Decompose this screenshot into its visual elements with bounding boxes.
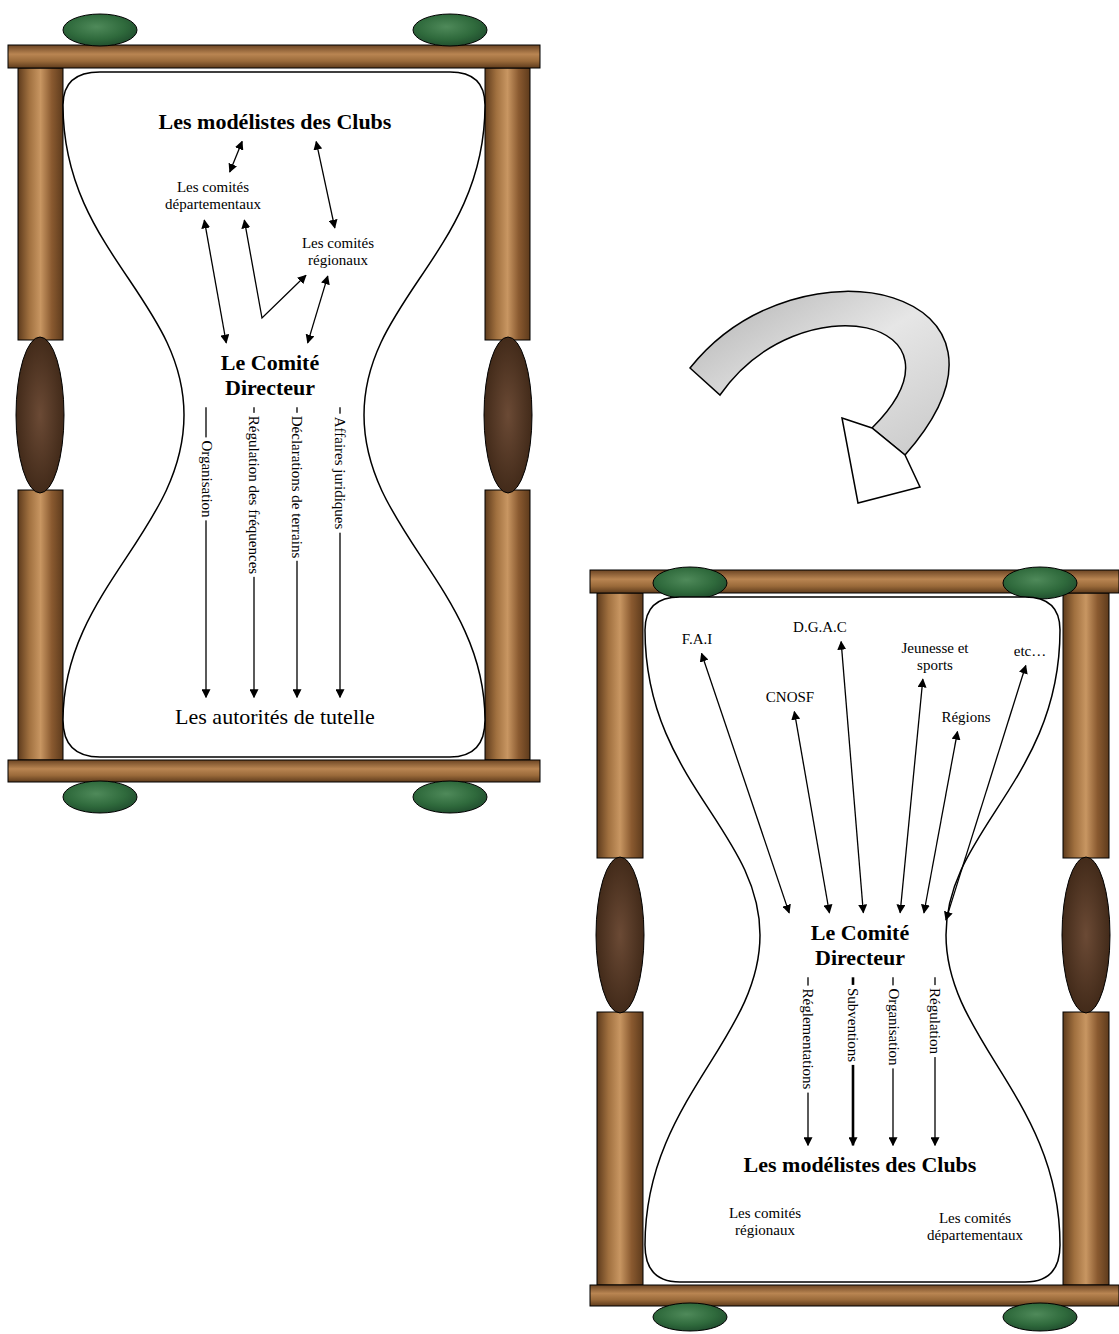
departmental-committees: Les comités départementaux <box>152 175 274 218</box>
frame-foot <box>413 14 487 46</box>
connector-arrow <box>946 665 1026 919</box>
arrow-head <box>842 418 920 503</box>
club-modelers: Les modélistes des Clubs <box>738 1148 983 1181</box>
hourglass-glass <box>645 597 1060 1282</box>
frame-foot <box>1003 1303 1077 1331</box>
frame-post <box>597 1012 643 1285</box>
node-text: Les modélistes des Clubs <box>744 1152 977 1177</box>
node-text: Les comités régionaux <box>723 1205 808 1240</box>
connector-arrow <box>316 142 335 228</box>
edge-label: Régulation <box>926 985 944 1057</box>
steering-committee: Le Comité Directeur <box>180 346 360 405</box>
club-modelers: Les modélistes des Clubs <box>153 105 398 138</box>
frame-knob <box>484 337 532 493</box>
connector-arrow <box>244 220 306 318</box>
connector-arrow <box>204 220 226 343</box>
frame-post <box>597 593 643 858</box>
node-text: etc… <box>1014 643 1046 660</box>
partner-body: CNOSF <box>763 687 817 708</box>
node-text: Les comités régionaux <box>296 235 381 270</box>
edge-label: Subventions <box>844 985 862 1065</box>
connector-arrow <box>308 276 328 343</box>
frame-foot <box>653 1303 727 1331</box>
node-text: Les comités départementaux <box>920 1210 1030 1245</box>
partner-body: F.A.I <box>679 629 715 650</box>
node-text: Le Comité Directeur <box>800 920 920 971</box>
frame-foot <box>63 781 137 813</box>
edge-label: Organisation <box>884 985 902 1068</box>
arrow-band <box>690 291 949 455</box>
right-hourglass <box>590 567 1119 1331</box>
frame-post <box>485 68 530 340</box>
node-text: D.G.A.C <box>793 619 847 636</box>
edge-label: Affaires juridiques <box>331 413 349 532</box>
frame-foot <box>653 567 727 599</box>
departmental-committees: Les comités départementaux <box>914 1206 1036 1249</box>
node-text: Régions <box>941 709 990 726</box>
hourglass-glass <box>63 72 485 757</box>
frame-post <box>18 68 63 340</box>
frame-post <box>1063 1012 1109 1285</box>
regional-committees: Les comités régionaux <box>717 1201 814 1244</box>
left-hourglass <box>8 14 540 813</box>
node-text: Les comités départementaux <box>158 179 268 214</box>
partner-body: D.G.A.C <box>790 617 850 638</box>
edge-label: Réglementations <box>799 985 817 1092</box>
node-text: Les autorités de tutelle <box>161 704 389 729</box>
frame-bar <box>8 45 540 68</box>
node-text: Les modélistes des Clubs <box>159 109 392 134</box>
frame-post <box>18 490 63 760</box>
node-text: Le Comité Directeur <box>210 350 330 401</box>
frame-knob <box>16 337 64 493</box>
edge-label: Régulation des fréquences <box>245 413 263 577</box>
partner-body: Régions <box>938 707 993 728</box>
edge-label: Déclarations de terrains <box>288 413 306 561</box>
connector-arrow <box>794 712 829 913</box>
partner-body: etc… <box>1012 641 1048 662</box>
connector-arrow <box>924 732 958 913</box>
supervisory-authorities: Les autorités de tutelle <box>155 700 395 733</box>
regional-committees: Les comités régionaux <box>290 231 387 274</box>
frame-foot <box>63 14 137 46</box>
curved-arrow <box>690 291 949 503</box>
edge-label: Organisation <box>197 437 215 520</box>
frame-knob <box>596 857 644 1013</box>
frame-post <box>1063 593 1109 858</box>
frame-knob <box>1062 857 1110 1013</box>
partner-body: Jeunesse et sports <box>897 638 973 677</box>
steering-committee: Le Comité Directeur <box>775 916 945 975</box>
connector-arrow <box>900 679 923 912</box>
node-text: F.A.I <box>682 631 712 648</box>
frame-post <box>485 490 530 760</box>
node-text: CNOSF <box>766 689 814 706</box>
frame-foot <box>1003 567 1077 599</box>
frame-foot <box>413 781 487 813</box>
frame-bar <box>8 760 540 782</box>
connector-arrow <box>230 141 242 172</box>
node-text: Jeunesse et sports <box>900 640 970 675</box>
connector-arrow <box>841 642 863 913</box>
